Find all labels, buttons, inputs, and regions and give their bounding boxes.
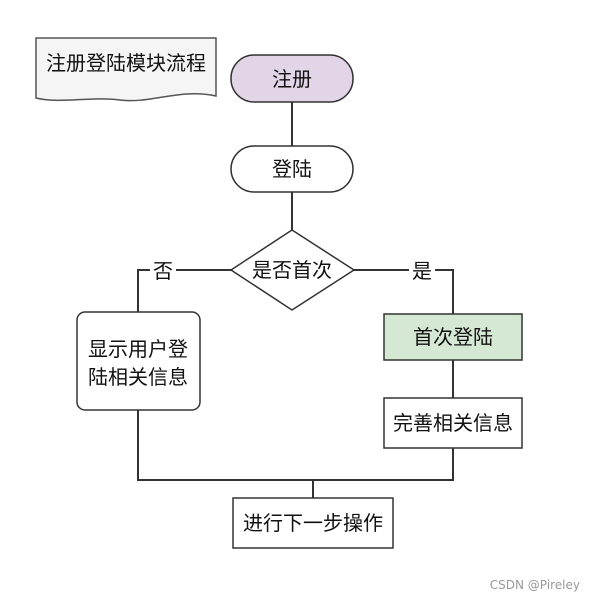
watermark: CSDN @Pireley [489, 578, 580, 592]
node-next-step: 进行下一步操作 [232, 497, 394, 549]
node-decision: 是否首次 [229, 229, 356, 311]
title-note: 注册登陆模块流程 [35, 37, 217, 102]
node-login: 登陆 [230, 145, 354, 193]
edge-decision-yes [354, 269, 454, 314]
node-complete-info: 完善相关信息 [383, 397, 523, 449]
edge-show-merge [137, 410, 454, 481]
node-register-text: 注册 [272, 67, 312, 91]
node-first-login: 首次登陆 [383, 313, 523, 361]
edge-label-yes-text: 是 [412, 259, 432, 283]
edge-decision-no [137, 269, 231, 312]
node-show-user-info: 显示用户登 陆相关信息 [76, 311, 201, 411]
node-decision-text: 是否首次 [252, 258, 332, 282]
node-show-user-info-line2: 陆相关信息 [88, 365, 188, 389]
edge-label-no: 否 [150, 258, 176, 283]
node-next-step-text: 进行下一步操作 [243, 511, 383, 535]
node-show-user-info-line1: 显示用户登 [88, 337, 188, 361]
edge-label-yes: 是 [409, 258, 435, 283]
node-first-login-text: 首次登陆 [413, 325, 493, 349]
title-note-text: 注册登陆模块流程 [46, 51, 206, 75]
node-login-text: 登陆 [272, 157, 312, 181]
node-complete-info-text: 完善相关信息 [393, 411, 513, 435]
node-register: 注册 [230, 54, 354, 103]
edge-label-no-text: 否 [153, 259, 173, 283]
connectors [137, 102, 454, 498]
